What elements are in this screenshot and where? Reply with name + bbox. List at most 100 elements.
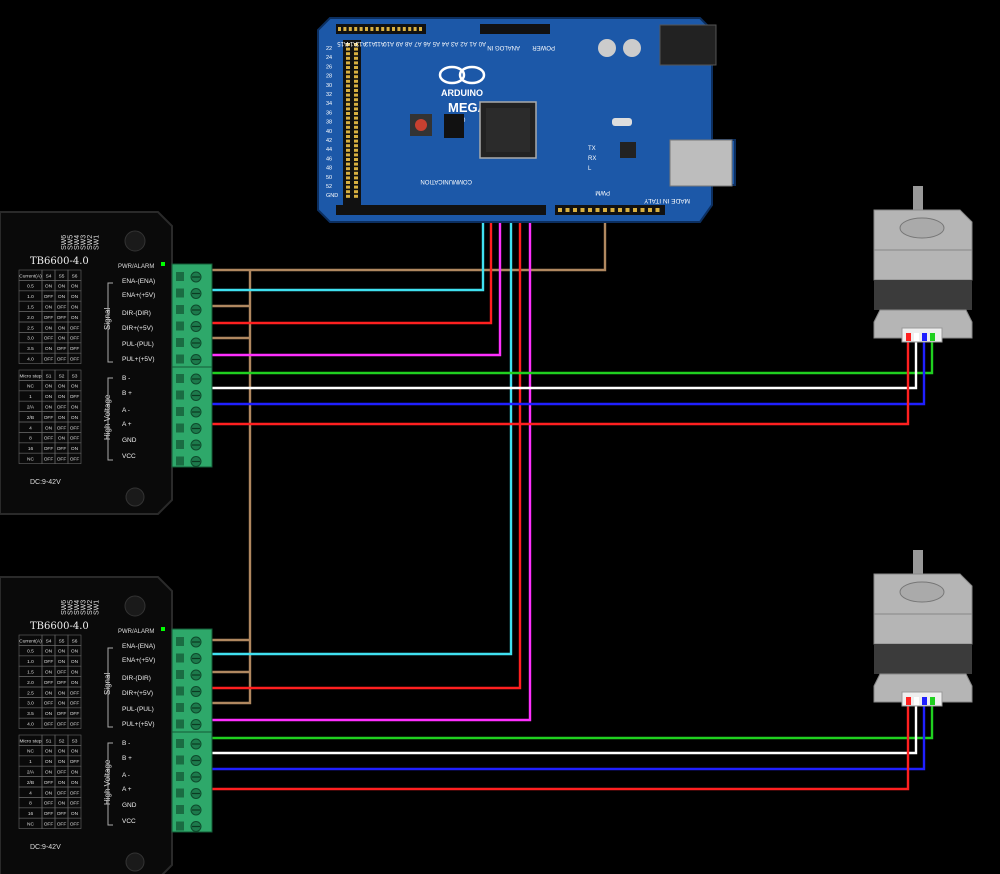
current-cell: OFF	[44, 659, 54, 665]
pin	[346, 158, 350, 161]
pin	[346, 61, 350, 65]
status-led	[161, 627, 165, 631]
motor-shaft	[913, 550, 923, 580]
pin	[354, 185, 358, 189]
pin	[354, 61, 358, 65]
pin	[346, 162, 350, 166]
wire-gnd-main	[212, 218, 607, 272]
motor-boss	[899, 581, 945, 603]
pin-label: 38	[326, 120, 332, 126]
micro-cell: OFF	[57, 405, 67, 411]
switch-label: SW2	[87, 235, 94, 250]
connector-pin	[906, 697, 911, 705]
micro-cell: ON	[58, 415, 66, 421]
pin	[346, 79, 350, 83]
pin-label: 22	[326, 46, 332, 52]
pin-label: 32	[326, 92, 332, 98]
pin	[595, 208, 600, 212]
micro-cell: OFF	[44, 811, 54, 817]
micro-cell: ON	[45, 384, 53, 390]
pin	[359, 27, 363, 31]
current-cell: OFF	[70, 357, 80, 363]
terminal-socket	[176, 321, 184, 331]
pin	[354, 112, 358, 115]
current-cell: ON	[58, 649, 66, 655]
pin-label: A3	[450, 40, 458, 46]
pin	[346, 93, 350, 97]
pin	[354, 84, 358, 88]
current-cell: ON	[71, 670, 79, 676]
terminal-label: ENA+(+5V)	[122, 292, 155, 299]
current-cell: OFF	[44, 701, 54, 707]
current-cell: 2.5	[27, 690, 34, 696]
motor-body	[874, 644, 972, 674]
micro-cell: ON	[71, 749, 79, 755]
pin	[354, 162, 358, 166]
pin	[603, 208, 607, 212]
pin	[346, 47, 350, 51]
micro-cell: 1	[29, 394, 32, 400]
origin-label: MADE IN ITALY	[643, 197, 690, 204]
micro-cell: OFF	[44, 801, 54, 807]
micro-cell: ON	[45, 770, 53, 776]
wire-coil	[212, 341, 934, 375]
connector-pin	[906, 333, 911, 341]
pin-label: A14	[346, 40, 357, 46]
pin	[633, 208, 637, 212]
pin-label: 46	[326, 156, 332, 162]
micro-cell: OFF	[57, 822, 67, 828]
connector-pin	[930, 333, 935, 341]
switch-label: SW4	[74, 600, 81, 615]
pin-label: 30	[326, 83, 332, 89]
connector-pin	[914, 697, 919, 705]
micro-cell: ON	[71, 780, 79, 786]
pin-label: 36	[326, 110, 332, 116]
wire-coil	[212, 341, 918, 390]
current-cell: OFF	[44, 315, 54, 321]
micro-header: S1	[46, 373, 52, 379]
current-cell: 2.0	[27, 315, 34, 321]
pin	[381, 27, 385, 31]
switch-label: SW5	[68, 600, 75, 615]
motor-rear-cap	[873, 673, 973, 703]
connector-pin	[922, 333, 927, 341]
micro-cell: OFF	[57, 425, 67, 431]
pin	[346, 190, 350, 194]
current-header: S6	[72, 273, 78, 279]
terminal-label: GND	[122, 437, 137, 444]
switch-label: SW6	[61, 235, 68, 250]
micro-cell: ON	[58, 780, 66, 786]
terminal-socket	[176, 821, 184, 831]
wire-coil	[212, 341, 910, 426]
current-header: S6	[72, 638, 78, 644]
driver-body	[0, 211, 173, 515]
motor-boss	[899, 217, 945, 239]
mount-hole	[124, 230, 146, 252]
terminal-label: PUL-(PUL)	[122, 706, 154, 713]
micro-cell: OFF	[57, 790, 67, 796]
pin	[397, 27, 401, 31]
bracket	[107, 742, 113, 826]
micro-cell: OFF	[70, 436, 80, 442]
current-cell: ON	[45, 305, 53, 311]
micro-cell: OFF	[70, 425, 80, 431]
micro-cell: ON	[45, 425, 53, 431]
wire-coil	[212, 341, 926, 406]
signal-terminal-block	[171, 263, 213, 370]
terminal-label: GND	[122, 802, 137, 809]
pin	[354, 79, 358, 83]
current-cell: OFF	[44, 357, 54, 363]
current-cell: 0.5	[27, 284, 34, 290]
micro-cell: ON	[71, 811, 79, 817]
stepper-motor-2	[873, 550, 973, 707]
switch-label: SW3	[81, 235, 88, 250]
mount-hole	[125, 487, 145, 507]
pin	[346, 116, 350, 120]
micro-cell: 2/B	[27, 780, 34, 786]
pin	[354, 43, 358, 46]
terminal-label: VCC	[122, 818, 136, 825]
terminal-socket	[176, 354, 184, 364]
pin-label: A9	[395, 40, 403, 46]
